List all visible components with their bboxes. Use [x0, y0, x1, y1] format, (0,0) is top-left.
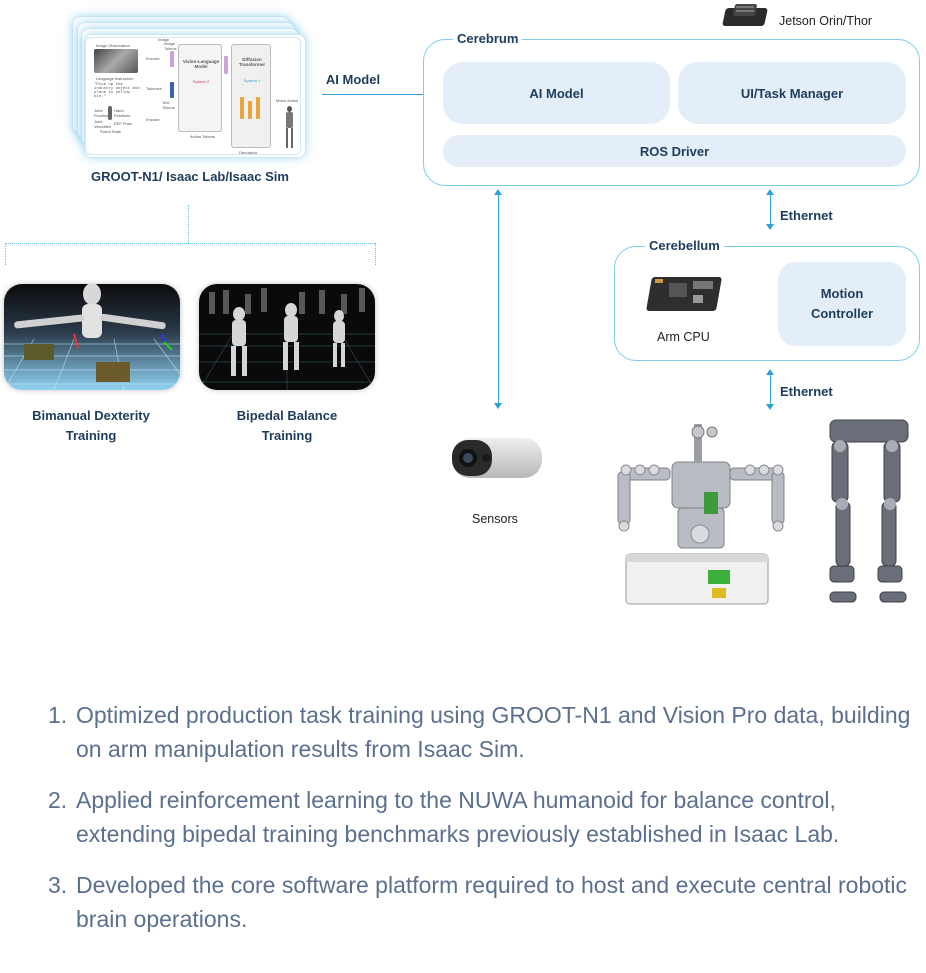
training-dotted-right: [375, 243, 376, 265]
ui-task-manager-box: UI/Task Manager: [678, 62, 906, 124]
groot-language-instruction-label: Language Instruction: [96, 76, 134, 81]
bipedal-caption: Bipedal Balance Training: [236, 408, 338, 443]
groot-caption: GROOT-N1/ Isaac Lab/Isaac Sim: [91, 169, 289, 184]
groot-image-tokens-label: Image Tokens: [164, 41, 177, 51]
groot-robot-state-label: Robot State: [100, 129, 122, 134]
bimanual-training-image: [4, 284, 180, 390]
action-token-bar-2: [248, 101, 252, 119]
robot-state-figure-icon: [108, 106, 112, 120]
cerebellum-panel: Arm CPU Motion Controller: [614, 246, 920, 361]
dit-block: Diffusion Transformer System 1: [231, 44, 271, 148]
jetson-board-icon: [722, 4, 768, 28]
groot-encode-label-2: Encode: [146, 117, 160, 122]
list-item: 2. Applied reinforcement learning to the…: [48, 783, 918, 851]
arrow-ai-model-label: AI Model: [325, 72, 381, 87]
arm-cpu-label: Arm CPU: [657, 330, 710, 344]
bimanual-caption: Bimanual Dexterity Training: [32, 408, 150, 443]
cerebrum-ai-model-box: AI Model: [443, 62, 670, 124]
action-token-bar-3: [256, 97, 260, 119]
groot-text-tokens-label: Text Tokens: [162, 100, 175, 110]
groot-joint-positions-label: Joint Positions: [94, 108, 111, 118]
list-item-text: Optimized production task training using…: [76, 702, 911, 762]
cerebrum-title: Cerebrum: [453, 31, 523, 46]
ethernet-2-arrow-down: [766, 404, 774, 410]
groot-encode-label-1: Encode: [146, 56, 160, 61]
robot-legs-image: [824, 416, 914, 610]
ethernet-1-arrow-down: [766, 224, 774, 230]
dit-title: Diffusion Transformer: [238, 57, 266, 67]
ros-driver-box: ROS Driver: [443, 135, 906, 167]
groot-tokenize-label: Tokenize: [146, 86, 162, 91]
text-token-bar: [170, 82, 174, 98]
sensors-arrow-up: [494, 189, 502, 195]
groot-eef-pose-label: EEF Pose: [114, 121, 133, 126]
sensor-camera-icon: [448, 430, 546, 486]
image-token-bar: [170, 51, 174, 67]
sensors-label: Sensors: [472, 512, 518, 526]
observation-image: [94, 49, 138, 73]
ethernet-2-arrow-up: [766, 369, 774, 375]
summary-list: 1. Optimized production task training us…: [48, 698, 918, 953]
ethernet-2-line: [770, 372, 771, 408]
groot-action-tokens-label: Action Tokens: [190, 134, 215, 139]
vlm-output-bar: [224, 56, 228, 74]
humanoid-robot-icon: [284, 106, 294, 150]
vlm-title: Vision-Language Model: [182, 59, 220, 69]
arm-cpu-board-icon: [646, 269, 722, 315]
dit-system1-label: System 1: [243, 78, 261, 83]
list-item: 1. Optimized production task training us…: [48, 698, 918, 766]
motion-controller-box: Motion Controller: [778, 262, 906, 346]
groot-joint-velocities-label: Joint Velocities: [94, 119, 111, 129]
list-item-number: 2.: [48, 787, 68, 813]
groot-dotted-connector: [188, 205, 189, 243]
groot-hand-positions-label: Hand Positions: [114, 108, 131, 118]
ethernet-1-line: [770, 192, 771, 228]
ethernet-1-arrow-up: [766, 189, 774, 195]
sensors-line: [498, 192, 499, 406]
cerebellum-title: Cerebellum: [645, 238, 724, 253]
list-item-text: Developed the core software platform req…: [76, 872, 908, 932]
groot-image-label: Image: [158, 37, 170, 42]
cerebrum-panel: AI Model UI/Task Manager ROS Driver: [423, 39, 920, 186]
list-item: 3. Developed the core software platform …: [48, 868, 918, 936]
training-dotted-left: [5, 243, 6, 265]
sensors-arrow-down: [494, 403, 502, 409]
ai-model-arrow-line: [322, 94, 480, 95]
robot-upper-body-image: [612, 422, 792, 610]
groot-architecture-diagram: Image Image Observation Encode Image Tok…: [85, 37, 301, 155]
list-item-text: Applied reinforcement learning to the NU…: [76, 787, 840, 847]
list-item-number: 3.: [48, 872, 68, 898]
bipedal-training-image: [199, 284, 375, 390]
ethernet-2-label: Ethernet: [780, 384, 833, 399]
action-token-bar-1: [240, 97, 244, 119]
vlm-block: Vision-Language Model System 2: [178, 44, 222, 132]
groot-instruction-text: "Pick up the industry object and place i…: [94, 83, 140, 99]
list-item-number: 1.: [48, 702, 68, 728]
ethernet-1-label: Ethernet: [780, 208, 833, 223]
vlm-system2-label: System 2: [192, 79, 210, 84]
groot-denoising-label: Denoising: [239, 150, 257, 155]
groot-motor-action-label: Motor Action: [276, 98, 299, 103]
groot-image-observation-label: Image Observation: [96, 43, 130, 48]
jetson-label: Jetson Orin/Thor: [779, 14, 873, 28]
training-dotted-connector: [5, 243, 375, 244]
